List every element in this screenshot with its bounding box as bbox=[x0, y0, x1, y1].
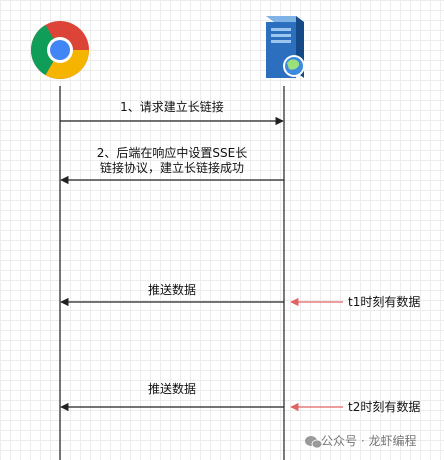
response-label-line-1: 2、后端在响应中设置SSE长 bbox=[97, 145, 247, 160]
chrome-browser-icon bbox=[31, 21, 89, 79]
push-label-2: 推送数据 bbox=[148, 381, 196, 396]
event-label-t1: t1时刻有数据 bbox=[348, 294, 420, 309]
response-label-line-2: 链接协议，建立长链接成功 bbox=[100, 160, 244, 175]
event-label-t2: t2时刻有数据 bbox=[348, 399, 420, 414]
push-label-1: 推送数据 bbox=[148, 282, 196, 297]
server-icon bbox=[266, 16, 305, 78]
wechat-icon bbox=[305, 436, 323, 449]
request-label: 1、请求建立长链接 bbox=[120, 99, 224, 114]
watermark-text: 公众号 · 龙虾编程 bbox=[321, 433, 416, 448]
